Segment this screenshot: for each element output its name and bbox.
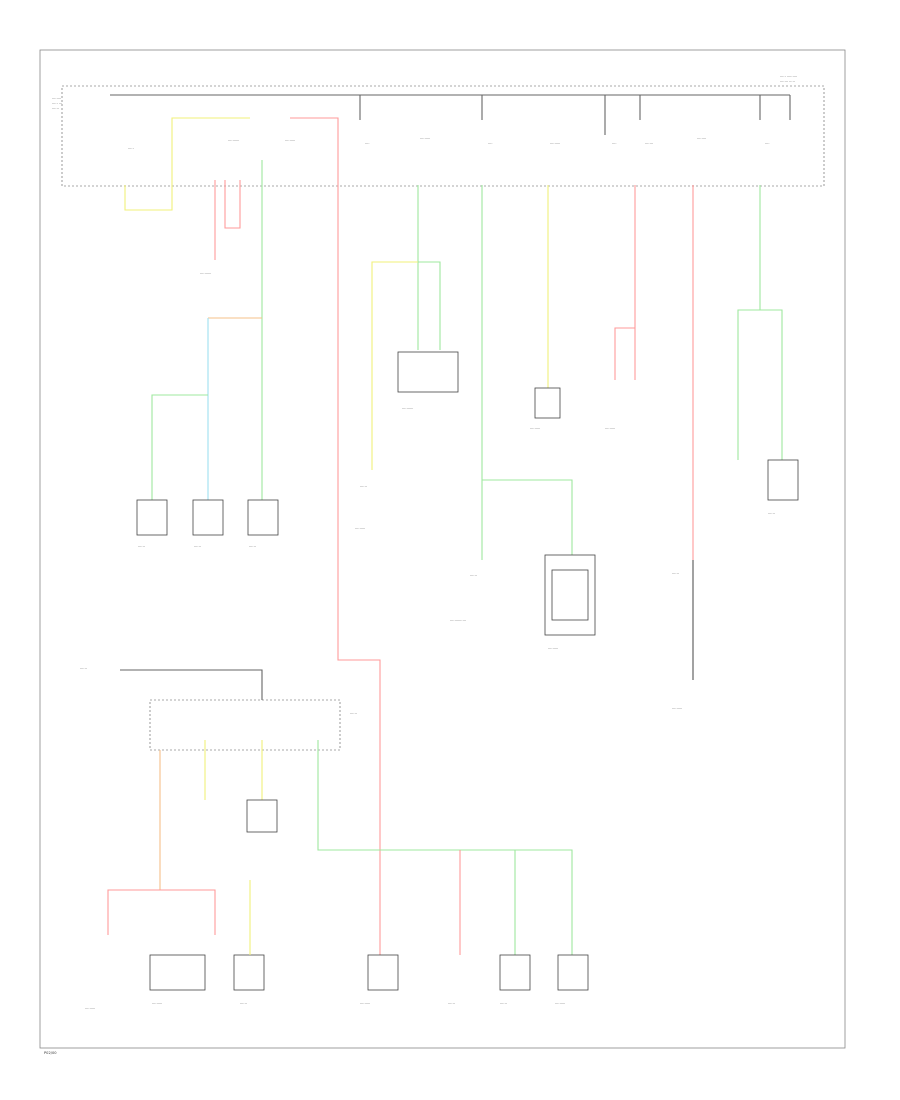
fuse-label-8: ···· [612,142,617,146]
component-box-3 [247,499,279,536]
fuse-label-10: ········ [697,137,706,141]
lower-label-5: ······ [448,1002,455,1006]
fuse-label-11: ···· [765,142,770,146]
wire-green-far-right [737,185,783,460]
sensor-box [534,387,561,419]
relay-box [397,351,459,393]
lower-component-5 [499,954,531,991]
wire-green-branch-left [151,394,208,500]
fuse-label-9: ······· [645,142,653,146]
fuse-box-label: ····· ················ ····· [780,75,797,84]
lower-label-6: ······ [500,1002,507,1006]
lower-label-3: ······ [240,1002,247,1006]
lower-component-4 [367,954,399,991]
wire-red-ignition-loop-2 [224,180,241,229]
fuse-label-6: ···· [488,142,493,146]
wire-green-lower [317,740,380,851]
lower-label-7: ········· [555,1002,565,1006]
fuse-label-4: ···· [365,142,370,146]
lower-bus [120,669,263,700]
far-right-label: ······ [672,572,679,576]
lower-label-1: ········· [85,1007,95,1011]
wire-green-lower-branch [380,849,573,955]
component-label-1: ······ [138,545,145,549]
wire-red-lower-left [107,889,216,935]
right-relay-label: ········· [605,427,615,431]
lower-label-2: ········· [152,1002,162,1006]
wire-red-right [614,185,636,380]
lower-label-4: ········· [360,1002,370,1006]
relay-label: ·········· [402,407,413,411]
lower-battery-label: ······ [80,667,87,671]
lower-component-2 [149,954,206,991]
far-right-component [767,459,799,501]
fuse-label-2: ·········· [228,139,239,143]
connector-label-1: ········· [355,527,365,531]
lower-component-3 [233,954,265,991]
far-right-bottom-label: ········· [672,707,682,711]
component-box-1 [136,499,168,536]
fuse-label-5: ········· [420,137,430,141]
component-box-2 [192,499,224,536]
diagram-frame [39,49,846,1049]
battery-label: ············· ········· [52,97,62,111]
fuse-relay-box-outline [61,85,825,187]
fuse-label-7: ········· [550,142,560,146]
control-module-label: ········· [548,647,558,651]
control-module-inner [551,569,589,621]
ground-label-2: ······ [470,574,477,578]
lower-fuse-label: ······ [350,712,357,716]
lower-component-6 [557,954,589,991]
wire-green-center-branch [482,479,573,560]
fuse-label-1: ····· [128,147,134,151]
component-label-2: ······ [194,545,201,549]
wire-yellow-ignition [124,117,250,211]
lower-component-1 [246,799,278,833]
wire-yellow-relay [371,261,418,470]
footer-code: P02/00 [44,1051,57,1055]
ground-label-1: ······ [360,485,367,489]
center-label: ·············· [450,619,466,623]
far-right-component-label: ······ [768,512,775,516]
component-label-3: ······ [249,545,256,549]
wire-red-main-feed [290,117,381,960]
fuse-label-3: ········· [285,139,295,143]
sensor-label: ········· [530,427,540,431]
engine-ground-label: ·········· [200,272,211,276]
wire-green-relay [417,185,441,350]
